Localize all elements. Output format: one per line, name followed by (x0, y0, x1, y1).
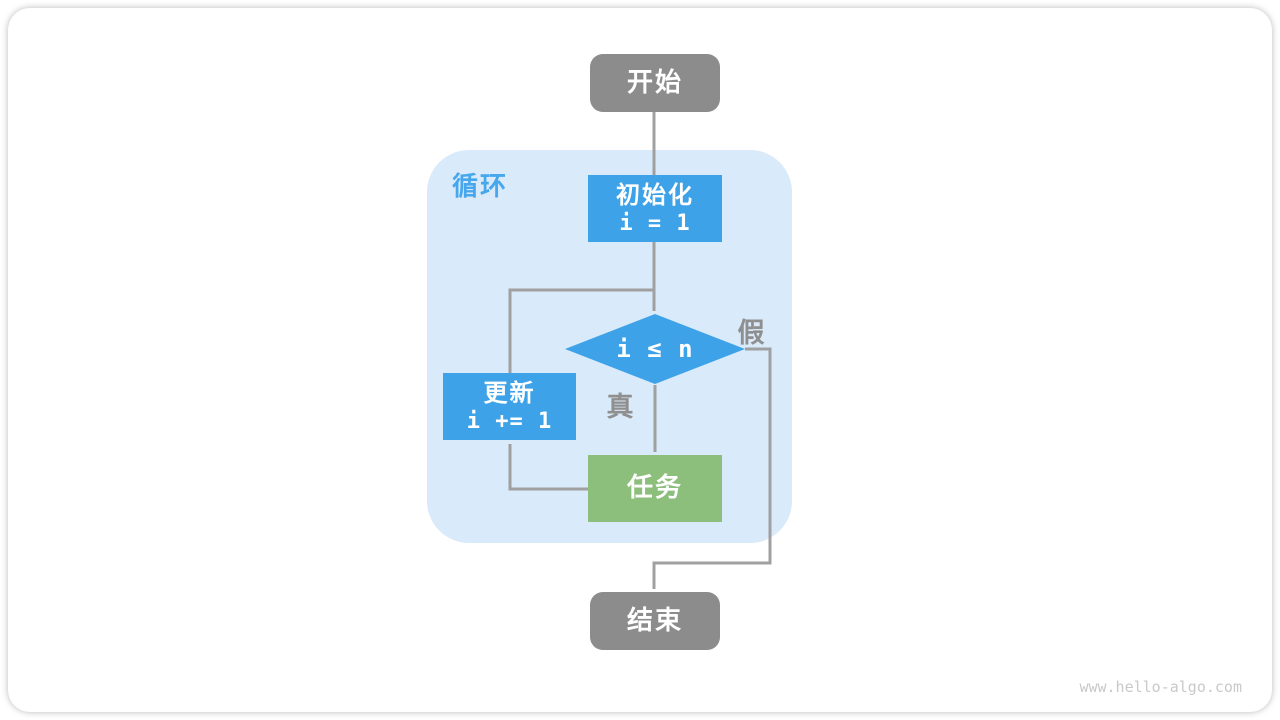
diagram-card: 循环 开始 初始化 i = 1 i ≤ n 假 真 更新 (8, 8, 1272, 712)
edge-update-to-merge (508, 288, 653, 374)
node-start: 开始 (590, 54, 720, 112)
node-end-label: 结束 (626, 605, 683, 636)
edge-label-true: 真 (606, 392, 634, 423)
node-task-label: 任务 (626, 473, 683, 504)
node-init-code: i = 1 (619, 210, 691, 236)
node-init: 初始化 i = 1 (588, 175, 722, 242)
loop-scope-label: 循环 (452, 172, 509, 202)
node-start-label: 开始 (626, 67, 683, 98)
node-end: 结束 (590, 592, 720, 650)
node-update: 更新 i += 1 (443, 373, 576, 440)
edge-label-false: 假 (737, 318, 765, 349)
node-update-label: 更新 (483, 378, 536, 407)
watermark-text: www.hello-algo.com (1079, 678, 1242, 696)
node-condition-label: i ≤ n (616, 335, 694, 363)
node-update-code: i += 1 (466, 408, 553, 434)
edge-task-to-update (508, 444, 588, 491)
flowchart-canvas: 循环 开始 初始化 i = 1 i ≤ n 假 真 更新 (8, 8, 1272, 712)
node-task: 任务 (588, 455, 722, 522)
edge-condition-false-to-end (652, 347, 772, 589)
node-init-label: 初始化 (616, 180, 694, 209)
